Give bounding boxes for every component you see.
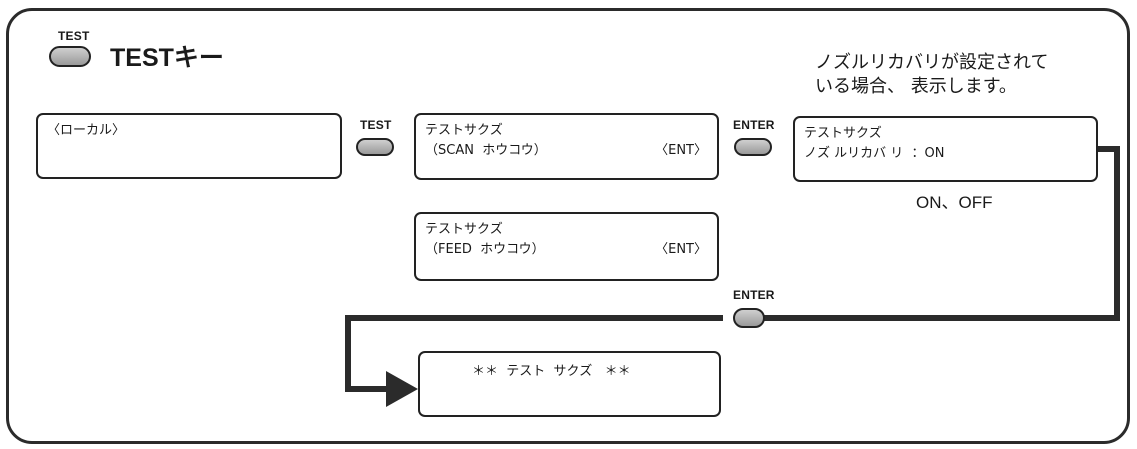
arrowhead [386, 371, 418, 407]
note-line-1: ノズルリカバリが設定されて [815, 52, 1049, 73]
page-title: TESTキー [110, 44, 224, 72]
test-key-label: TEST [360, 118, 392, 132]
lcd-scan-ent: 〈ENT〉 [655, 143, 707, 158]
diagram-frame [6, 8, 1130, 444]
lcd-recovery-line2: ノズ ルリカバ リ ：ON [804, 146, 945, 161]
test-key-icon[interactable] [49, 46, 91, 67]
lcd-feed: テストサクズ （FEED ホウコウ） 〈ENT〉 [414, 212, 719, 281]
enter-key-label-1: ENTER [733, 118, 775, 132]
enter-key-label-2: ENTER [733, 288, 775, 302]
enter-button-2[interactable] [733, 308, 765, 328]
lcd-running-line1: ＊＊ テスト サクズ ＊＊ [472, 364, 631, 379]
note-line-2: いる場合、 表示します。 [815, 76, 1017, 97]
test-button[interactable] [356, 138, 394, 156]
enter-button-1[interactable] [734, 138, 772, 156]
return-line-right [762, 146, 1120, 321]
lcd-scan-line1: テストサクズ [425, 123, 503, 138]
lcd-feed-ent: 〈ENT〉 [655, 242, 707, 257]
lcd-scan: テストサクズ （SCAN ホウコウ） 〈ENT〉 [414, 113, 719, 180]
options-text: ON、OFF [916, 193, 993, 212]
lcd-local: 〈ローカル〉 [36, 113, 342, 179]
lcd-recovery: テストサクズ ノズ ルリカバ リ ：ON [793, 116, 1098, 182]
lcd-feed-line1: テストサクズ [425, 222, 503, 237]
header-key-label: TEST [58, 29, 90, 43]
return-line-left [345, 315, 723, 392]
lcd-feed-line2: （FEED ホウコウ） [425, 242, 545, 257]
lcd-running: ＊＊ テスト サクズ ＊＊ [418, 351, 721, 417]
lcd-scan-line2: （SCAN ホウコウ） [425, 143, 547, 158]
lcd-local-line1: 〈ローカル〉 [47, 123, 126, 138]
lcd-recovery-line1: テストサクズ [804, 126, 882, 141]
